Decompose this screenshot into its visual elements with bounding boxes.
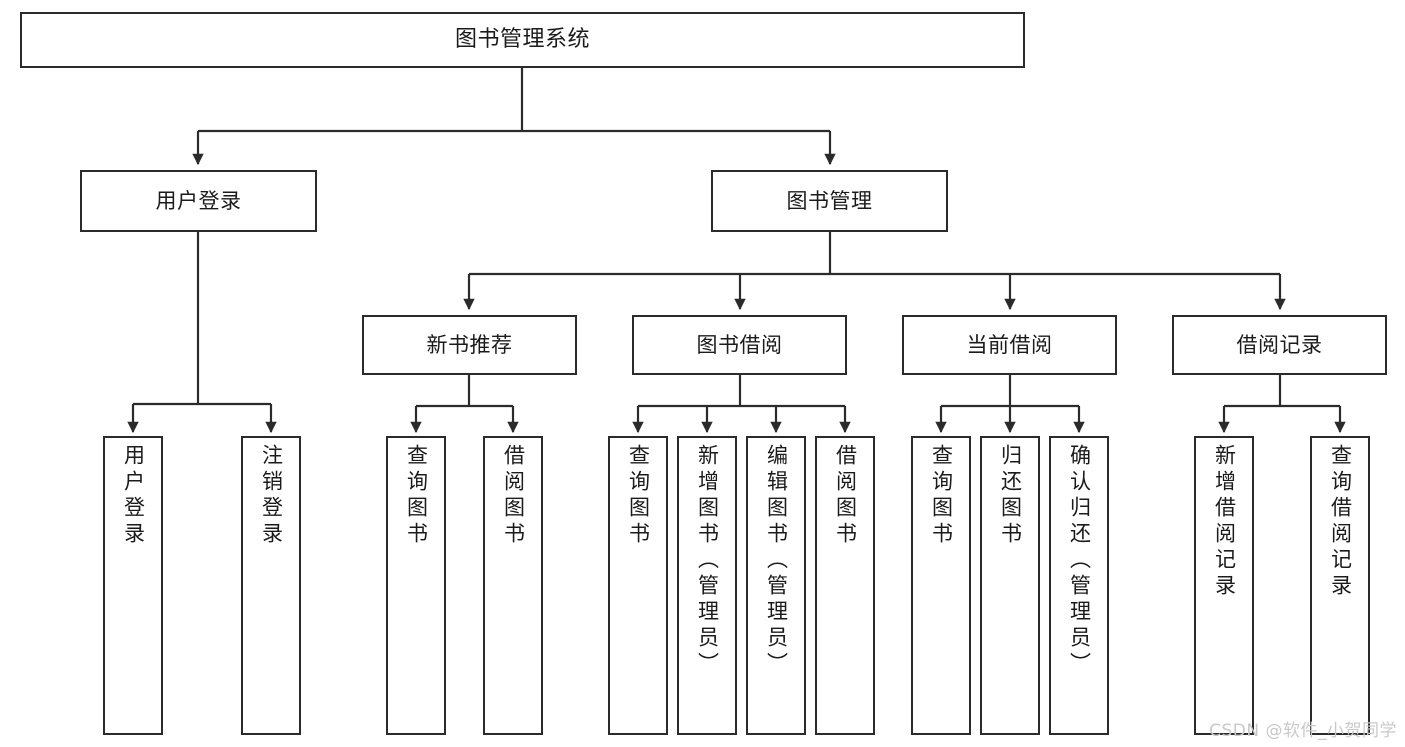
node-new-book-recommend[interactable]: 新书推荐 <box>362 315 577 375</box>
node-book-manage[interactable]: 图书管理 <box>711 170 948 232</box>
leaf-edit-book[interactable]: 编辑图书（管理员） <box>746 436 806 735</box>
node-label: 新增借阅记录 <box>1212 444 1237 600</box>
leaf-logout-login[interactable]: 注销登录 <box>241 436 301 735</box>
leaf-query-book-3[interactable]: 查询图书 <box>911 436 971 735</box>
node-label: 用户登录 <box>121 444 146 548</box>
leaf-borrow-book-2[interactable]: 借阅图书 <box>815 436 875 735</box>
node-borrow-record[interactable]: 借阅记录 <box>1172 315 1387 375</box>
node-label: 借阅记录 <box>1236 332 1323 357</box>
node-label: 当前借阅 <box>966 332 1053 357</box>
node-book-borrow[interactable]: 图书借阅 <box>632 315 847 375</box>
node-label: 图书管理 <box>786 188 873 213</box>
node-user-login[interactable]: 用户登录 <box>80 170 317 232</box>
leaf-confirm-return[interactable]: 确认归还（管理员） <box>1049 436 1109 735</box>
leaf-query-book-1[interactable]: 查询图书 <box>386 436 446 735</box>
leaf-add-book[interactable]: 新增图书（管理员） <box>677 436 737 735</box>
node-label: 新增图书（管理员） <box>695 444 720 678</box>
node-label: 查询图书 <box>929 444 954 548</box>
leaf-user-login[interactable]: 用户登录 <box>103 436 163 735</box>
node-label: 借阅图书 <box>501 444 526 548</box>
node-label: 用户登录 <box>155 188 242 213</box>
node-label: 查询借阅记录 <box>1328 444 1353 600</box>
node-label: 查询图书 <box>626 444 651 548</box>
node-label: 借阅图书 <box>833 444 858 548</box>
node-label: 查询图书 <box>404 444 429 548</box>
node-label: 确认归还（管理员） <box>1067 444 1092 678</box>
leaf-return-book[interactable]: 归还图书 <box>980 436 1040 735</box>
node-label: 图书管理系统 <box>454 27 590 53</box>
node-label: 新书推荐 <box>426 332 513 357</box>
leaf-query-book-2[interactable]: 查询图书 <box>608 436 668 735</box>
node-label: 编辑图书（管理员） <box>764 444 789 678</box>
node-current-borrow[interactable]: 当前借阅 <box>902 315 1117 375</box>
node-root-book-management-system[interactable]: 图书管理系统 <box>20 12 1025 68</box>
csdn-watermark: CSDN @软件_小贺同学 <box>1209 721 1397 741</box>
leaf-add-record[interactable]: 新增借阅记录 <box>1194 436 1254 735</box>
leaf-query-record[interactable]: 查询借阅记录 <box>1310 436 1370 735</box>
node-label: 图书借阅 <box>696 332 783 357</box>
node-label: 注销登录 <box>259 444 284 548</box>
node-label: 归还图书 <box>998 444 1023 548</box>
leaf-borrow-book-1[interactable]: 借阅图书 <box>483 436 543 735</box>
